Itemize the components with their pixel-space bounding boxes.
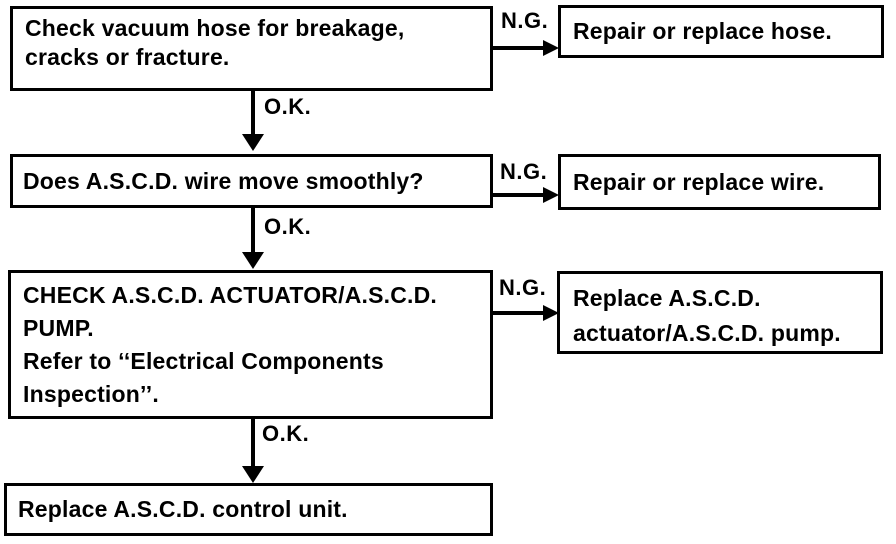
action-box-replace-actuator-pump: Replace A.S.C.D. actuator/A.S.C.D. pump. bbox=[557, 271, 883, 354]
connector-line-ng-3 bbox=[493, 311, 545, 315]
arrow-right-icon bbox=[543, 305, 559, 321]
step-text-line: cracks or fracture. bbox=[25, 44, 230, 70]
action-text-line: actuator/A.S.C.D. pump. bbox=[573, 320, 841, 346]
step-box-check-vacuum-hose: Check vacuum hose for breakage, cracks o… bbox=[10, 6, 493, 91]
connector-line-ng-1 bbox=[493, 46, 545, 50]
step-text-line: CHECK A.S.C.D. ACTUATOR/A.S.C.D. bbox=[23, 282, 438, 308]
ok-label-2: O.K. bbox=[264, 214, 312, 239]
step-text-line: Check vacuum hose for breakage, bbox=[25, 15, 405, 41]
ok-label-1: O.K. bbox=[264, 94, 312, 119]
connector-line-ok-1 bbox=[251, 91, 255, 135]
arrow-right-icon bbox=[543, 40, 559, 56]
action-box-repair-hose: Repair or replace hose. bbox=[558, 5, 884, 58]
arrow-right-icon bbox=[543, 187, 559, 203]
step-box-ascd-wire: Does A.S.C.D. wire move smoothly? bbox=[10, 154, 493, 208]
ng-label-1: N.G. bbox=[501, 8, 549, 33]
action-text-line: Replace A.S.C.D. bbox=[573, 285, 761, 311]
connector-line-ng-2 bbox=[493, 193, 545, 197]
action-box-repair-wire: Repair or replace wire. bbox=[558, 154, 881, 210]
step-box-replace-control-unit: Replace A.S.C.D. control unit. bbox=[4, 483, 493, 536]
arrow-down-icon bbox=[242, 252, 264, 269]
arrow-down-icon bbox=[242, 466, 264, 483]
ng-label-2: N.G. bbox=[500, 159, 548, 184]
step-text-line: Inspection’’. bbox=[23, 381, 159, 407]
connector-line-ok-3 bbox=[251, 419, 255, 467]
step-text-line: Refer to ‘‘Electrical Components bbox=[23, 348, 384, 374]
action-text-line: Repair or replace wire. bbox=[573, 168, 825, 195]
connector-line-ok-2 bbox=[251, 208, 255, 253]
step-text-line: PUMP. bbox=[23, 315, 94, 341]
ng-label-3: N.G. bbox=[499, 275, 547, 300]
arrow-down-icon bbox=[242, 134, 264, 151]
ok-label-3: O.K. bbox=[262, 421, 310, 446]
step-text-line: Replace A.S.C.D. control unit. bbox=[18, 496, 348, 522]
step-box-check-actuator-pump: CHECK A.S.C.D. ACTUATOR/A.S.C.D. PUMP. R… bbox=[8, 270, 493, 419]
step-text-line: Does A.S.C.D. wire move smoothly? bbox=[23, 167, 424, 194]
action-text-line: Repair or replace hose. bbox=[573, 18, 832, 44]
